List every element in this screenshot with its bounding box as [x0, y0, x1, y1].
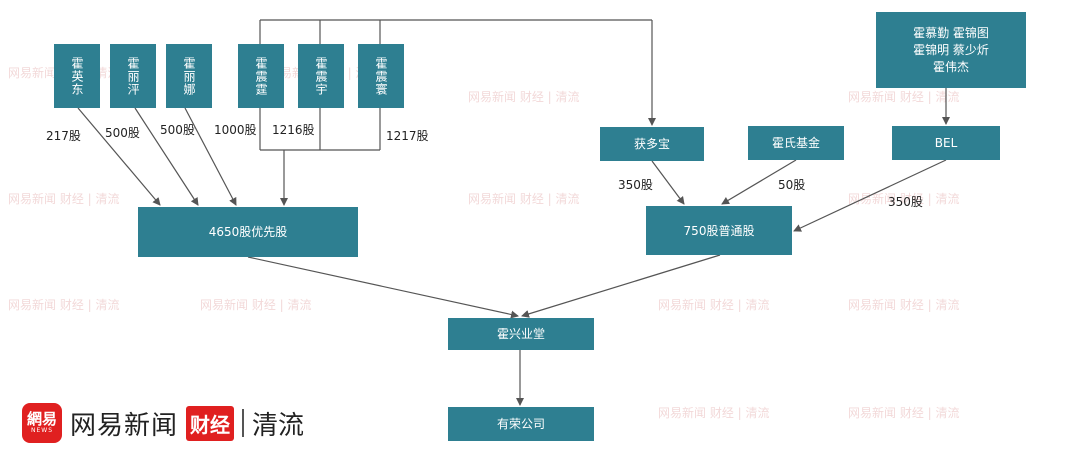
brand-tag: 财经	[186, 405, 235, 441]
node-huo-lina: 霍丽娜	[166, 44, 212, 108]
watermark: 网易新闻 财经 | 清流	[658, 406, 770, 420]
brand-logo: 網易 NEWS 网易新闻 财经 清流	[22, 403, 304, 443]
watermark: 网易新闻 财经 | 清流	[468, 192, 580, 206]
label-share-zhenyu: 1216股	[272, 123, 315, 137]
label-share-bel: 350股	[888, 195, 923, 209]
watermark: 网易新闻 财经 | 清流	[200, 298, 312, 312]
node-huo-liping: 霍丽泙	[110, 44, 156, 108]
label-share-yingdong: 217股	[46, 129, 81, 143]
brand-separator	[242, 409, 245, 437]
label-share-zhenting: 1000股	[214, 123, 257, 137]
node-huo-zhenting: 霍震霆	[238, 44, 284, 108]
brand-sub: 清流	[252, 410, 305, 441]
arrow-huoduobao-to-common	[651, 160, 685, 205]
brand-name: 网易新闻	[70, 410, 179, 441]
label-share-foundation: 50股	[778, 178, 806, 192]
node-bel-owners: 霍慕勤 霍锦图 霍锦明 蔡少炘 霍伟杰	[876, 12, 1026, 88]
arrow-lina-to-preferred	[184, 107, 237, 206]
node-huo-xing-ye-tang: 霍兴业堂	[448, 318, 594, 350]
node-huo-yingdong: 霍英东	[54, 44, 100, 108]
watermark: 网易新闻 财经 | 清流	[658, 298, 770, 312]
arrow-preferred-to-xingyetang	[247, 256, 519, 319]
node-bel: BEL	[892, 126, 1000, 160]
watermark: 网易新闻 财经 | 清流	[8, 192, 120, 206]
watermark: 网易新闻 财经 | 清流	[848, 192, 960, 206]
node-huo-zhenhuan: 霍震寰	[358, 44, 404, 108]
arrow-yingdong-to-preferred	[77, 107, 161, 206]
arrow-liping-to-preferred	[134, 107, 199, 206]
arrow-bel-to-common	[793, 159, 947, 232]
arrow-foundation-to-common	[721, 159, 797, 205]
logo-badge-sub: NEWS	[30, 427, 54, 434]
watermark: 网易新闻 财经 | 清流	[848, 298, 960, 312]
node-huo-zhenyu: 霍震宇	[298, 44, 344, 108]
watermark: 网易新闻 财经 | 清流	[468, 90, 580, 104]
watermark: 网易新闻 财经 | 清流	[8, 298, 120, 312]
netease-news-icon: 網易 NEWS	[22, 403, 62, 443]
node-huo-foundation: 霍氏基金	[748, 126, 844, 160]
watermark: 网易新闻 财经 | 清流	[848, 90, 960, 104]
label-share-liping: 500股	[105, 126, 140, 140]
label-share-lina: 500股	[160, 123, 195, 137]
label-share-huoduobao: 350股	[618, 178, 653, 192]
logo-badge-text: 網易	[26, 410, 57, 428]
node-huoduobao: 获多宝	[600, 127, 704, 161]
node-you-rong-gongsi: 有荣公司	[448, 407, 594, 441]
node-common-shares: 750股普通股	[646, 206, 792, 255]
arrow-common-to-xingyetang	[521, 254, 721, 318]
label-share-zhenhuan: 1217股	[386, 129, 429, 143]
watermark: 网易新闻 财经 | 清流	[848, 406, 960, 420]
node-preferred-shares: 4650股优先股	[138, 207, 358, 257]
